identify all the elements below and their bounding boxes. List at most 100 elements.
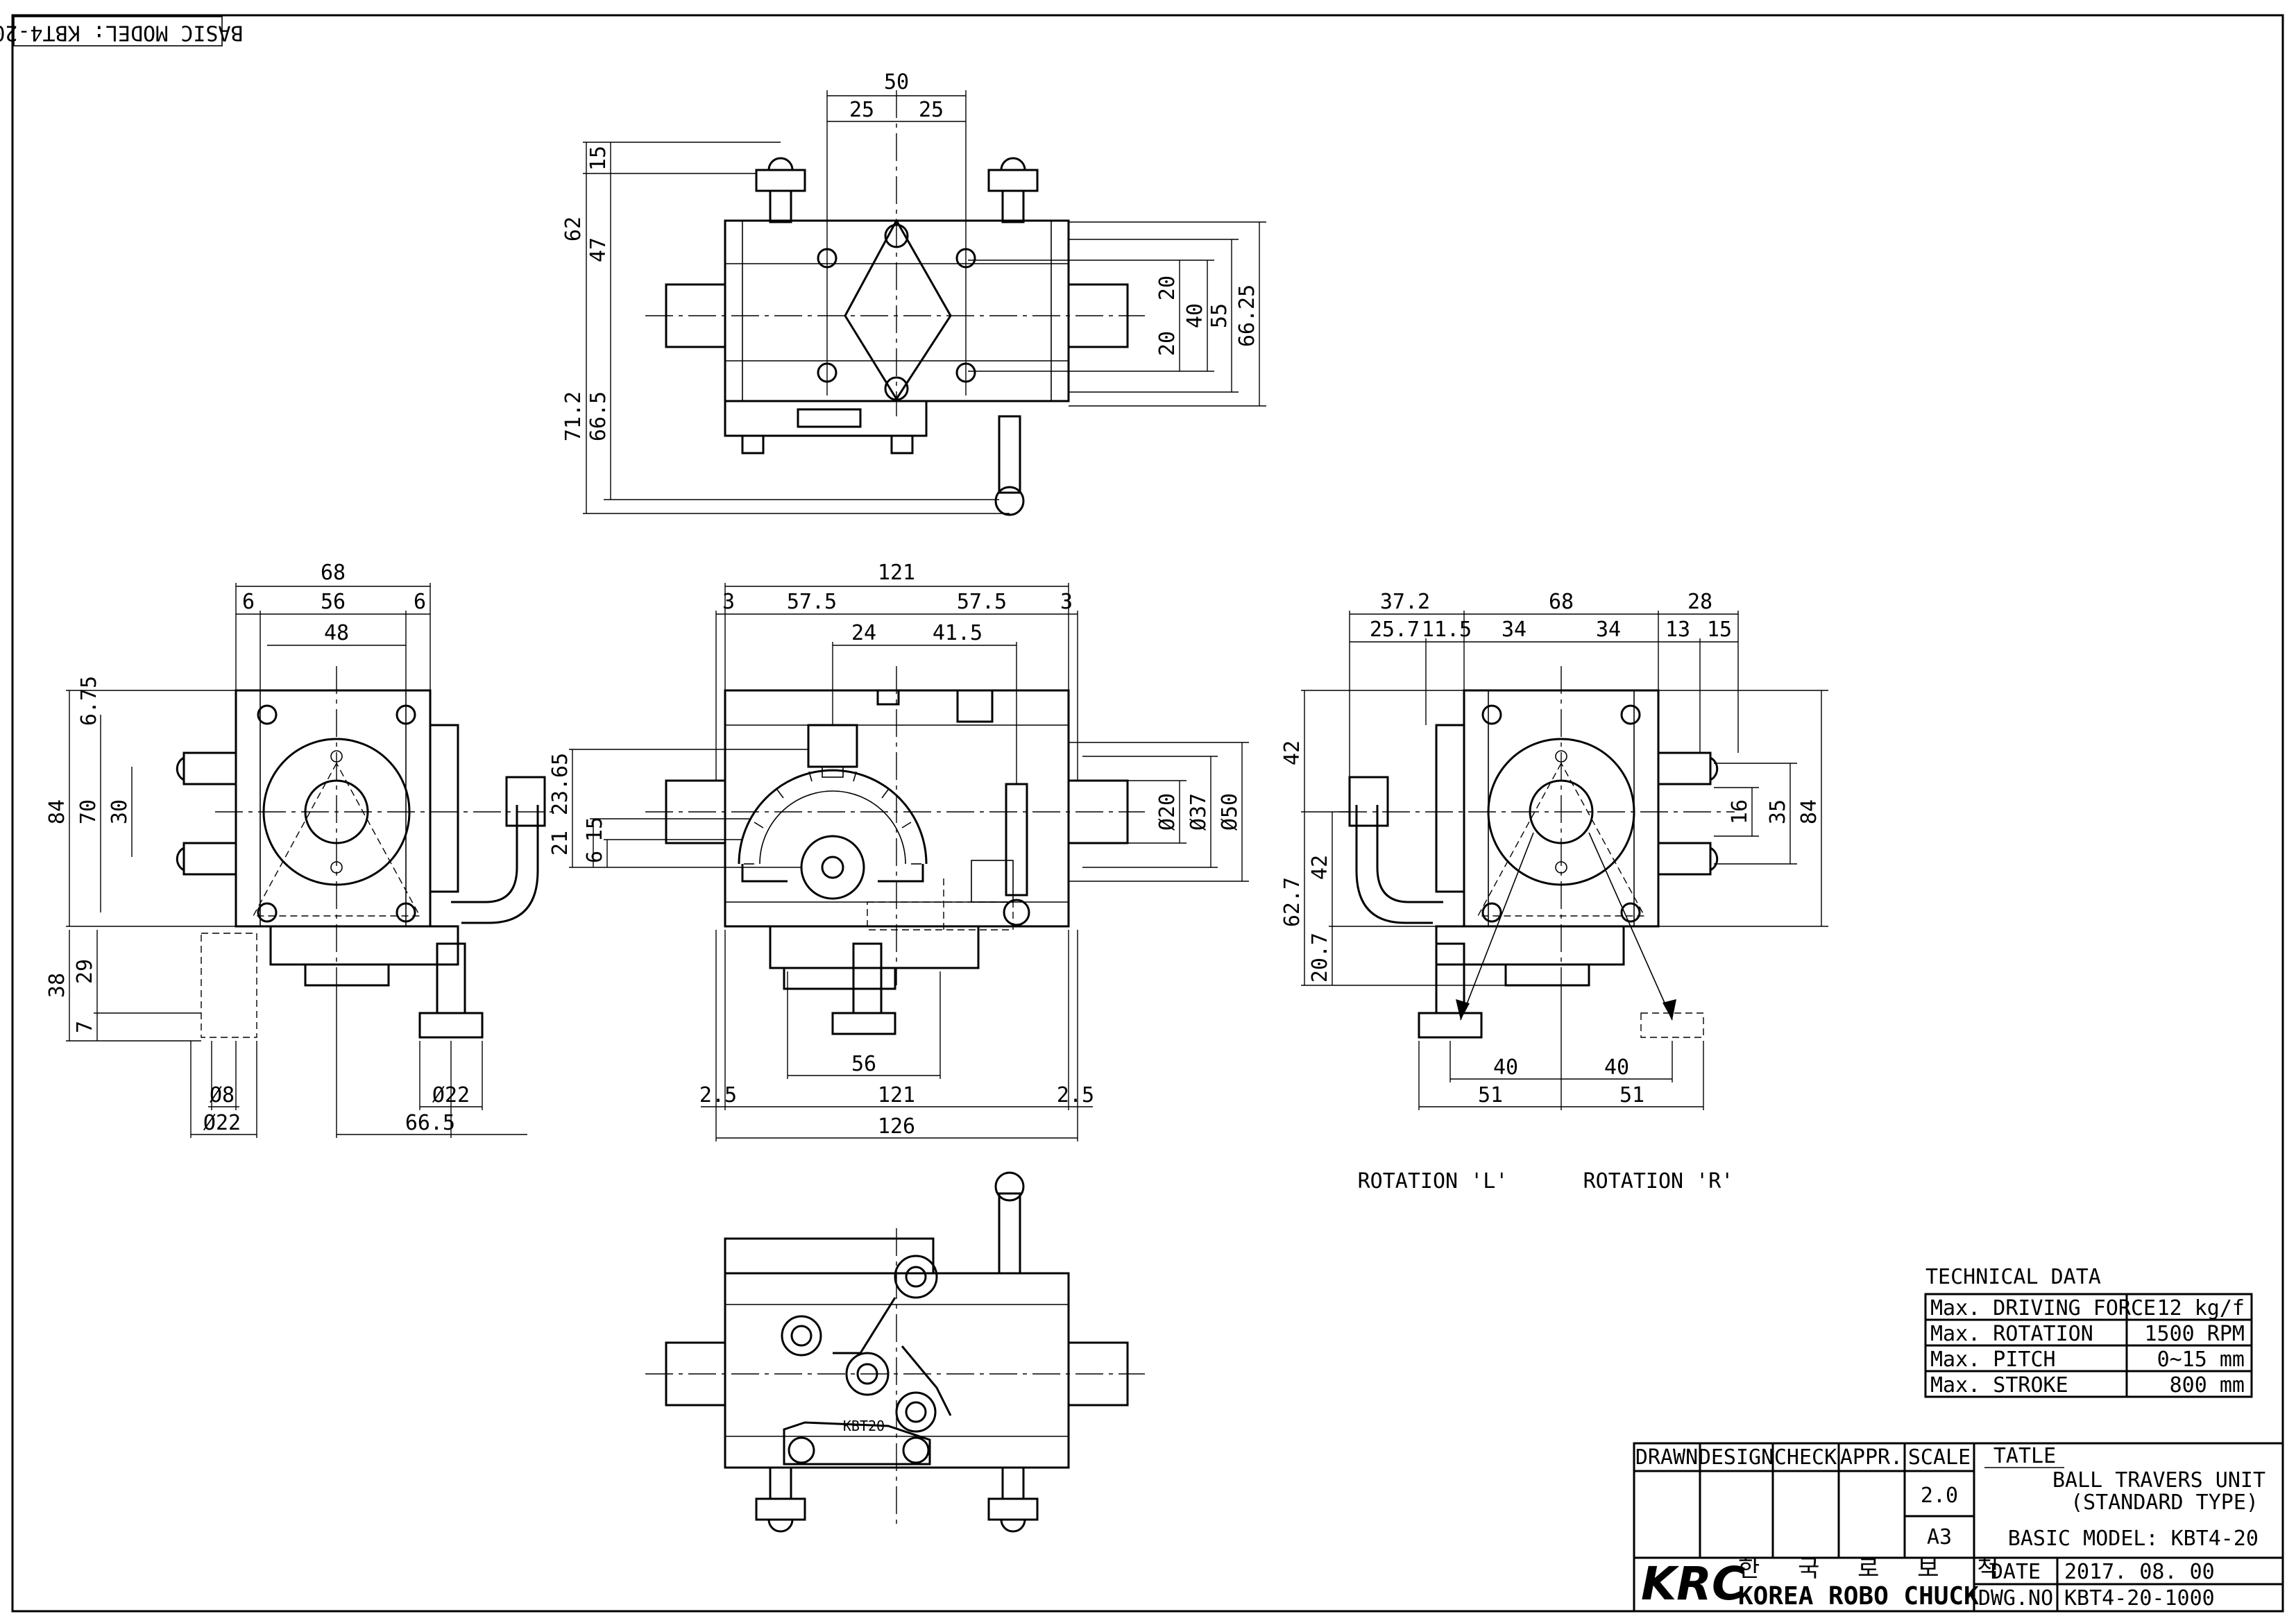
dimension-label: 20 xyxy=(1155,331,1180,356)
dimension-label: Ø20 xyxy=(1155,793,1180,831)
dimension-label: 25 xyxy=(919,98,944,122)
dimension-label: DRAWN xyxy=(1635,1445,1698,1470)
dimension-label: 84 xyxy=(45,799,69,824)
dimension-label: 20.7 xyxy=(1308,933,1332,983)
dimension-label: TATLE xyxy=(1993,1444,2056,1468)
top-view: 50 25 25 15 62 47 71.2 66.5 20 40 55 66.… xyxy=(561,70,1266,516)
bottom-view: KBT20 xyxy=(645,1171,1145,1533)
title-line1: BALL TRAVERS UNIT xyxy=(2052,1468,2265,1493)
dimension-label: 42 xyxy=(1280,740,1304,765)
dimension-label: 11.5 xyxy=(1422,618,1472,642)
title-basic-model: BASIC MODEL: KBT4-20 xyxy=(2008,1527,2259,1551)
dimension-label: 800 mm xyxy=(2170,1373,2245,1397)
dimension-label: 6 xyxy=(583,851,607,863)
dimension-label: Ø8 xyxy=(210,1083,235,1107)
dimension-label: 6 xyxy=(414,590,426,614)
dimension-label: 7 xyxy=(73,1021,97,1033)
dimension-label: 1500 RPM xyxy=(2145,1322,2245,1346)
dimension-label: Ø50 xyxy=(1218,793,1242,831)
dimension-label: 6.75 xyxy=(77,676,101,726)
sheet-border xyxy=(11,14,2284,1613)
dimension-label: 50 xyxy=(884,70,909,94)
dimension-label: 15 xyxy=(1707,618,1732,642)
dimension-label: 12 kg/f xyxy=(2157,1296,2245,1320)
dimension-label: 57.5 xyxy=(957,590,1007,614)
dimension-label: APPR. xyxy=(1840,1445,1903,1470)
dimension-label: 23.65 xyxy=(548,753,572,815)
dimension-label: 121 xyxy=(878,561,915,585)
title-block: DRAWN DESIGN CHECK APPR. SCALE 2.0 A3 TA… xyxy=(1633,1442,2284,1613)
dimension-label: 25 xyxy=(849,98,874,122)
kbt-part-label: KBT20 xyxy=(843,1418,885,1434)
dimension-label: 34 xyxy=(1502,618,1527,642)
company-name: KOREA ROBO CHUCK xyxy=(1738,1582,1979,1611)
date-value: 2017. 08. 00 xyxy=(2064,1560,2215,1584)
dimension-label: SCALE xyxy=(1908,1445,1971,1470)
dimension-label: 42 xyxy=(1308,855,1332,880)
dimension-label: 51 xyxy=(1619,1083,1644,1107)
dimension-label: 2.5 xyxy=(699,1083,737,1107)
dimension-label: Max. ROTATION xyxy=(1930,1322,2093,1346)
corner-label-text: BASIC MODEL: KBT4-20 xyxy=(0,21,244,45)
dimension-label: Max. PITCH xyxy=(1930,1348,2056,1372)
dimension-label: 25.7 xyxy=(1370,618,1420,642)
dimension-label: 47 xyxy=(586,237,611,262)
dimension-label: 15 xyxy=(583,817,607,842)
dimension-label: Max. DRIVING FORCE xyxy=(1930,1296,2156,1320)
dimension-label: 41.5 xyxy=(933,621,983,645)
dimension-label: 84 xyxy=(1797,799,1821,824)
dimension-label: 2.5 xyxy=(1057,1083,1094,1107)
dimension-label: 126 xyxy=(878,1114,915,1139)
dimension-label: 34 xyxy=(1596,618,1621,642)
dimension-label: 24 xyxy=(851,621,876,645)
dimension-label: DATE xyxy=(1991,1560,2041,1584)
right-side-view: 37.2 68 28 25.7 11.5 34 34 13 15 42 42 6… xyxy=(1280,590,1828,1110)
dimension-label: 121 xyxy=(878,1083,915,1107)
technical-data-table: TECHNICAL DATA Max. DRIVING FORCE 12 kg/… xyxy=(1924,1265,2253,1398)
dimension-label: 70 xyxy=(76,799,101,824)
scale-value: 2.0 xyxy=(1921,1484,1958,1508)
dimension-label: 71.2 xyxy=(561,391,586,441)
dimension-label: 16 xyxy=(1728,799,1752,824)
dimension-label: 68 xyxy=(321,561,346,585)
dimension-label: 6 xyxy=(242,590,255,614)
company-korean: 한 국 로 보 척 xyxy=(1738,1555,2014,1583)
dimension-label: 40 xyxy=(1183,303,1207,328)
dimension-label: 29 xyxy=(73,959,97,984)
dimension-label: 15 xyxy=(586,146,611,171)
dimension-label: 37.2 xyxy=(1380,590,1430,614)
technical-data-title: TECHNICAL DATA xyxy=(1925,1265,2101,1289)
dimension-label: 57.5 xyxy=(787,590,837,614)
dimension-label: 48 xyxy=(324,621,349,645)
corner-model-label: BASIC MODEL: KBT4-20 xyxy=(0,16,244,46)
front-view: 121 3 57.5 57.5 3 24 41.5 23.65 21 15 6 … xyxy=(548,561,1249,1141)
left-side-view: 68 6 56 6 48 6.75 84 70 30 38 29 7 Ø8 Ø2… xyxy=(45,561,555,1138)
paper-size: A3 xyxy=(1927,1525,1952,1549)
dimension-label: 62 xyxy=(561,216,586,241)
dimension-label: 66.5 xyxy=(586,391,611,441)
dimension-label: 3 xyxy=(1060,590,1073,614)
dimension-label: 62.7 xyxy=(1280,877,1304,927)
dimension-label: 3 xyxy=(722,590,735,614)
dimension-label: 0~15 mm xyxy=(2157,1348,2245,1372)
dimension-label: 40 xyxy=(1604,1055,1629,1080)
dimension-label: Ø37 xyxy=(1187,793,1211,831)
dimension-label: CHECK xyxy=(1774,1445,1837,1470)
dimension-label: 51 xyxy=(1478,1083,1503,1107)
dimension-label: 30 xyxy=(108,799,132,824)
dimension-label: 56 xyxy=(851,1052,876,1076)
dimension-label: 68 xyxy=(1549,590,1574,614)
dimension-label: 38 xyxy=(45,973,69,998)
dimension-label: DESIGN xyxy=(1699,1445,1774,1470)
dimension-label: 20 xyxy=(1155,275,1180,300)
title-line2: (STANDARD TYPE) xyxy=(2070,1490,2259,1515)
rotation-r-label: ROTATION 'R' xyxy=(1583,1169,1734,1193)
dimension-label: 66.25 xyxy=(1235,284,1259,347)
dimension-label: 66.5 xyxy=(405,1111,455,1135)
krc-logo: KRC xyxy=(1641,1557,1745,1611)
dimension-label: Ø22 xyxy=(203,1111,241,1135)
dimension-label: 13 xyxy=(1665,618,1690,642)
dimension-label: 40 xyxy=(1493,1055,1518,1080)
dimension-label: 28 xyxy=(1687,590,1712,614)
